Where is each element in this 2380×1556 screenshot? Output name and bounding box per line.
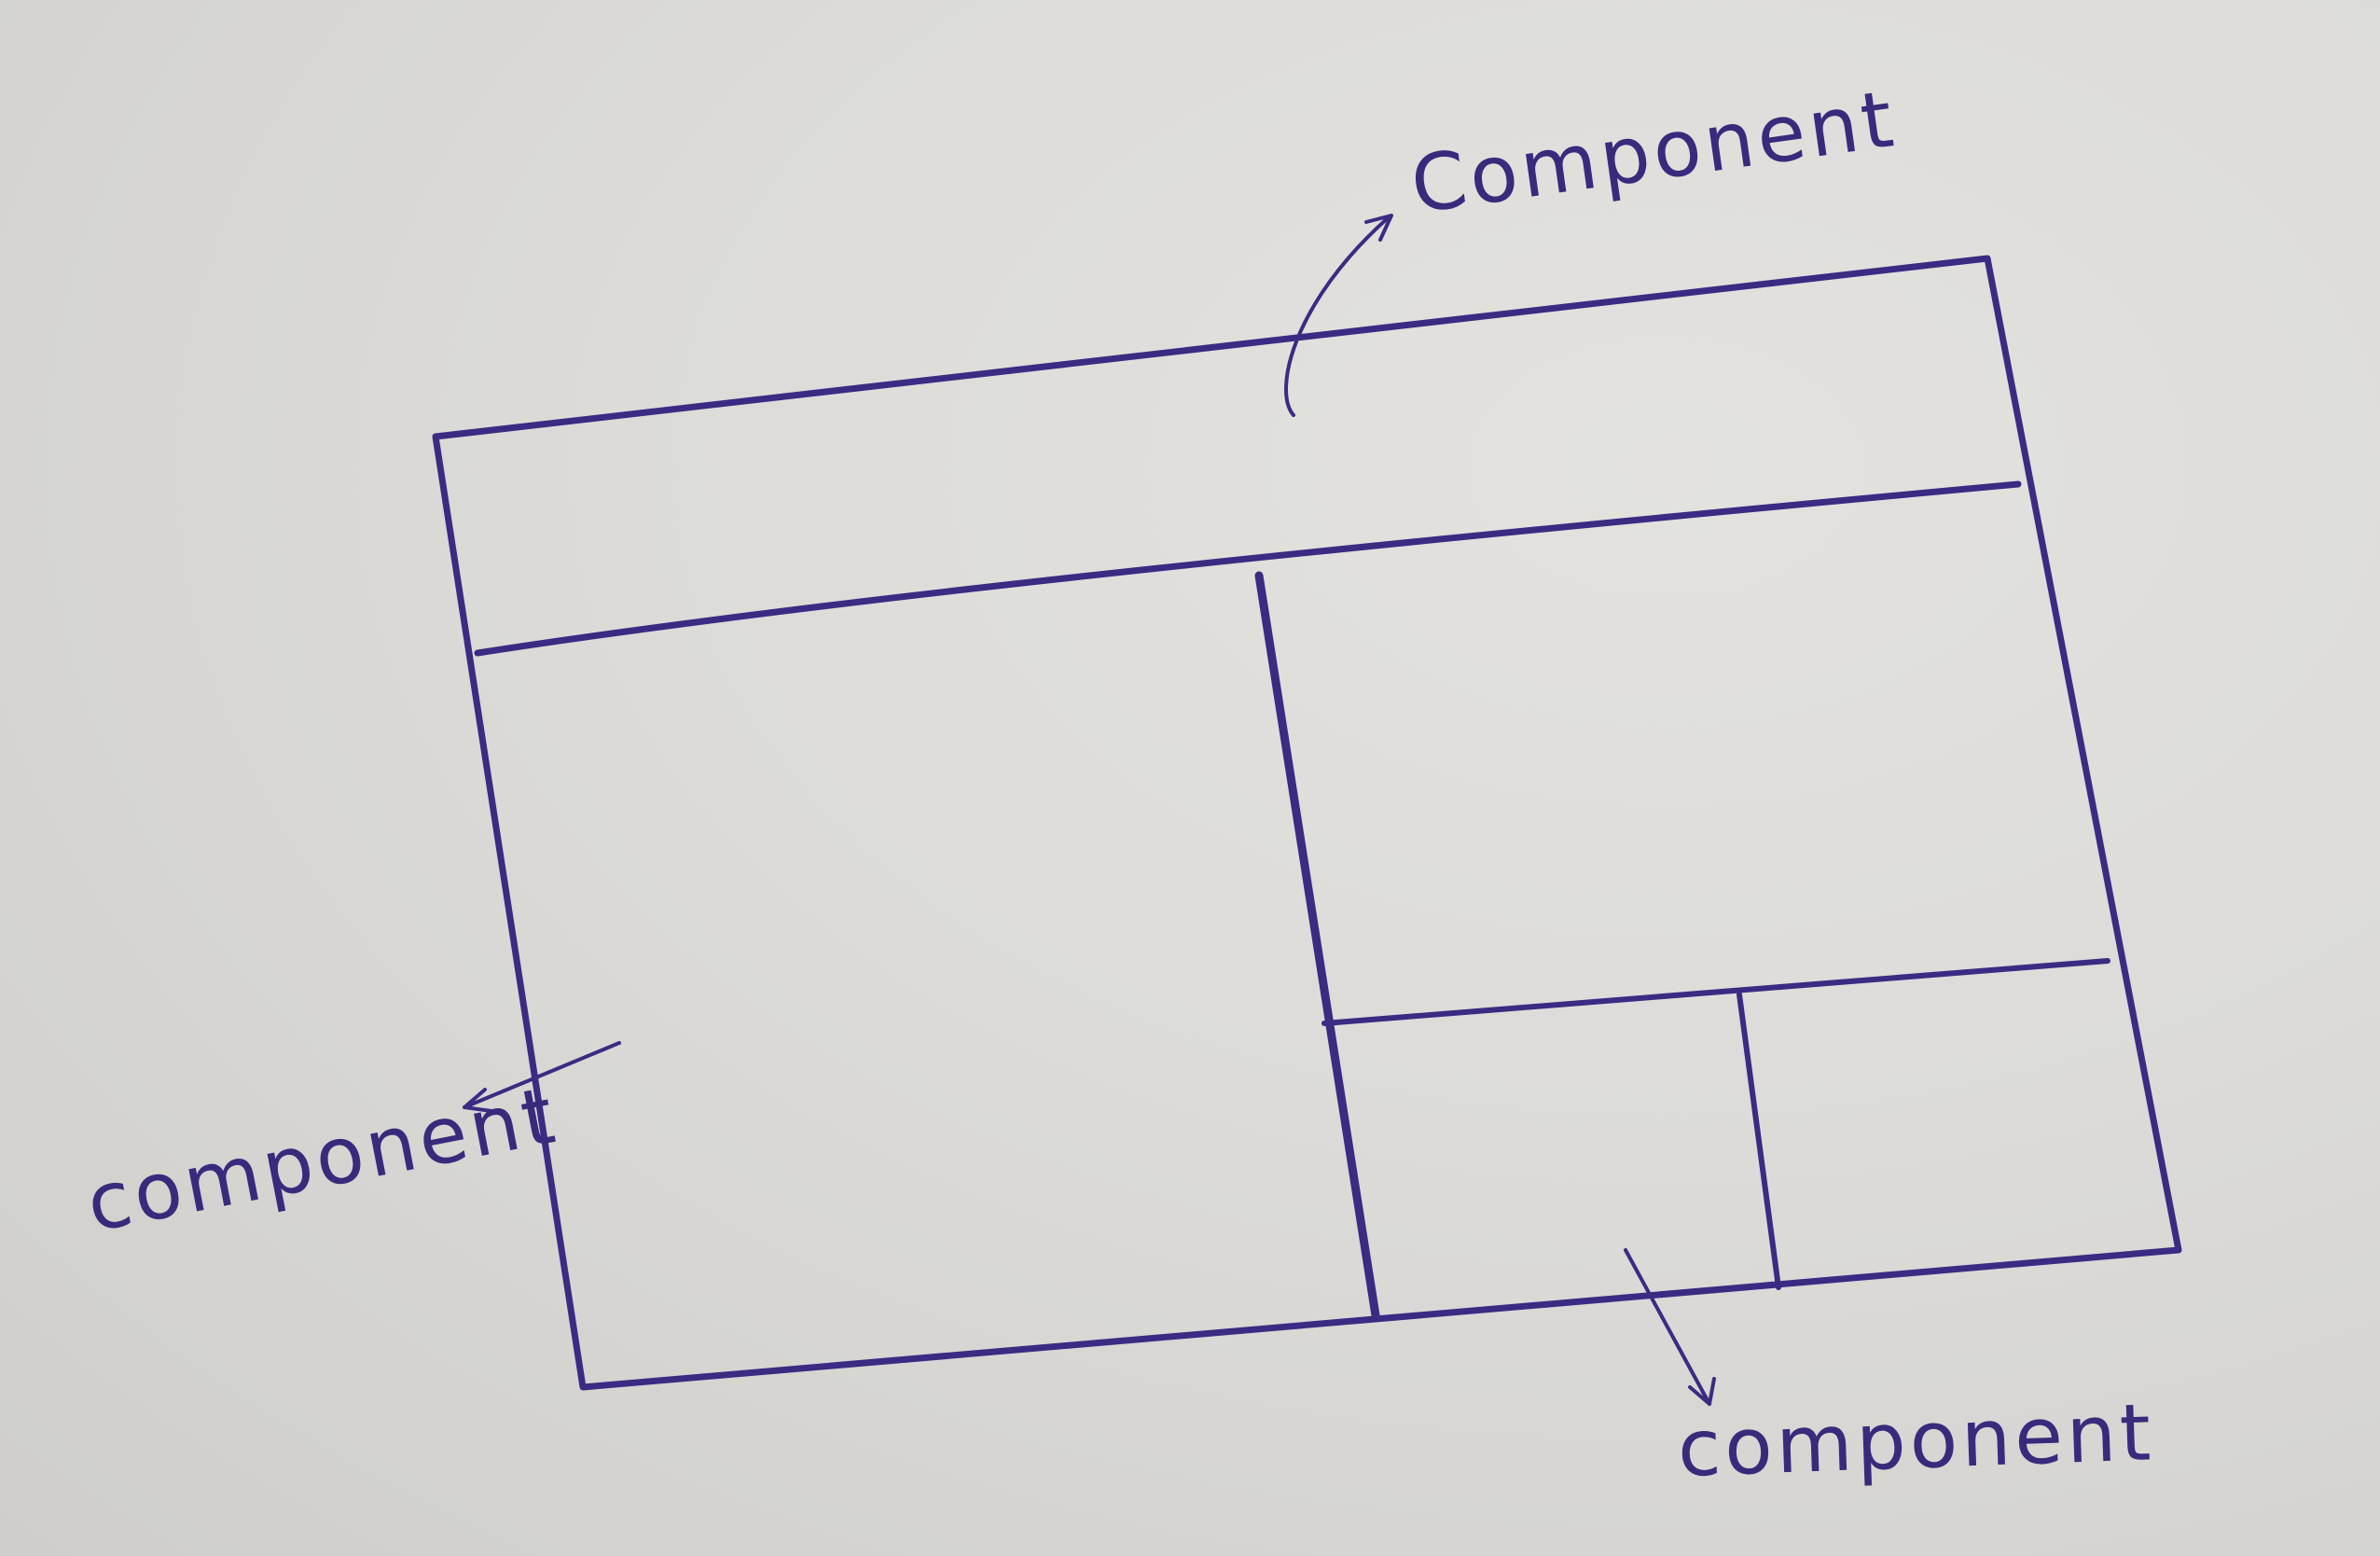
left-annotation-arrow <box>463 1041 621 1109</box>
bottom-component-label: component <box>1676 1386 2155 1494</box>
left-component-label: component <box>79 1069 565 1250</box>
top-annotation-arrow <box>1284 215 1391 417</box>
left-arrowhead <box>463 1088 493 1113</box>
bottom-right-divider <box>1737 992 1781 1290</box>
top-component-label: Component <box>1405 73 1902 231</box>
header-divider <box>474 480 2022 657</box>
right-panel-divider <box>1321 958 2110 1026</box>
bottom-annotation-arrow <box>1624 1248 1711 1406</box>
main-vertical-divider <box>1254 571 1380 1320</box>
top-arrowhead <box>1364 214 1393 242</box>
bottom-arrowhead <box>1688 1377 1716 1406</box>
outer-frame <box>432 255 2182 1391</box>
